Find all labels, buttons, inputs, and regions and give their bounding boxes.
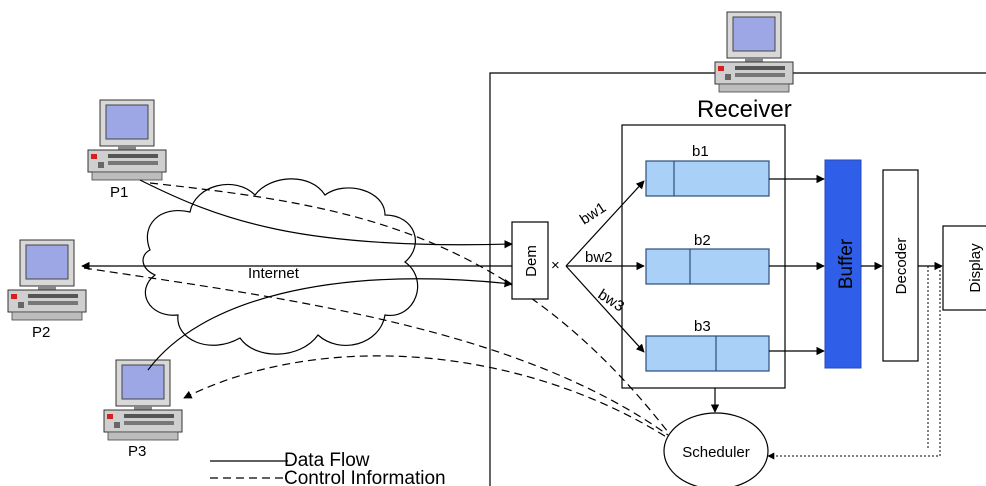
b2-label: b2 bbox=[694, 232, 711, 249]
b1-queue bbox=[645, 160, 770, 197]
bw2-label: bw2 bbox=[585, 249, 613, 266]
peer-p1-label: P1 bbox=[110, 184, 128, 201]
branch-bw3 bbox=[565, 265, 645, 353]
control-line-p1 bbox=[149, 182, 669, 433]
b3-queue bbox=[645, 335, 770, 372]
b1-label: b1 bbox=[692, 143, 709, 160]
display-label: Display bbox=[967, 243, 984, 293]
buffer-label: Buffer bbox=[836, 238, 857, 289]
b2-queue bbox=[645, 248, 770, 285]
receiver-boundary bbox=[489, 72, 986, 486]
demux-junction-mark: × bbox=[551, 257, 560, 274]
peer-p1-computer-icon bbox=[87, 99, 167, 181]
display-box bbox=[942, 225, 986, 311]
peer-buffer-container bbox=[621, 124, 786, 389]
scheduler-label: Scheduler bbox=[682, 444, 750, 461]
peer-p3-computer-icon bbox=[103, 359, 183, 441]
receiver-label: Receiver bbox=[697, 96, 792, 123]
feedback-line-display bbox=[767, 266, 941, 460]
receiver-computer-icon bbox=[714, 11, 794, 93]
data-flow-p3 bbox=[147, 278, 513, 371]
legend-data-flow-label: Data Flow bbox=[284, 450, 370, 471]
b3-label: b3 bbox=[694, 318, 711, 335]
scheduler-ellipse bbox=[663, 412, 769, 486]
legend-control-label: Control Information bbox=[284, 468, 446, 486]
control-line-p3 bbox=[183, 355, 669, 439]
control-line-p2 bbox=[83, 267, 669, 436]
main-buffer bbox=[824, 159, 862, 369]
demux-box bbox=[511, 221, 549, 300]
peer-p2-label: P2 bbox=[32, 324, 50, 341]
demux-label: Dem bbox=[523, 245, 540, 277]
branch-bw1 bbox=[565, 180, 645, 267]
peer-p3-label: P3 bbox=[128, 443, 146, 460]
internet-label: Internet bbox=[248, 265, 300, 282]
peer-p2-computer-icon bbox=[7, 239, 87, 321]
decoder-label: Decoder bbox=[893, 238, 910, 295]
